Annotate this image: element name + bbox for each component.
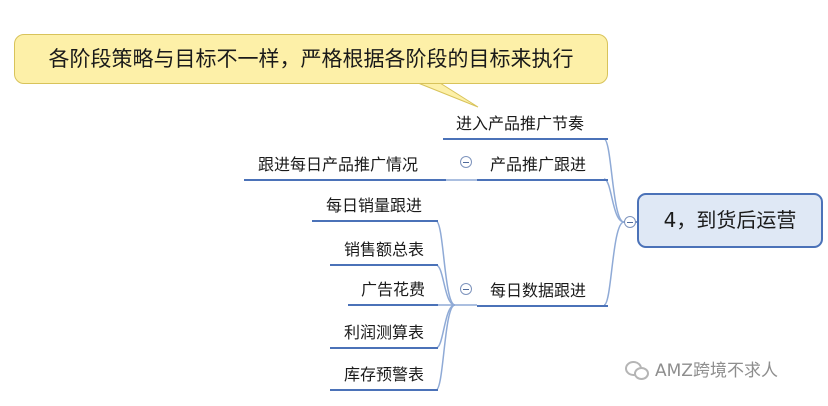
- leaf-topic-profit-estimate[interactable]: 利润测算表: [344, 323, 425, 342]
- collapse-toggle-branch-2[interactable]: [460, 156, 472, 168]
- collapse-toggle-root[interactable]: [624, 216, 636, 228]
- wechat-icon: [625, 361, 649, 380]
- leaf-topic-daily-promotion[interactable]: 跟进每日产品推广情况: [258, 155, 419, 174]
- connector-branch-3-child-5: [435, 304, 456, 391]
- connector-root-to-branch-2: [603, 178, 625, 223]
- connector-root-to-branch-1: [603, 138, 625, 223]
- connector-branch-3-child-1: [435, 220, 456, 306]
- callout-note[interactable]: 各阶段策略与目标不一样，严格根据各阶段的目标来执行: [14, 34, 608, 84]
- connector-root-to-branch-3: [603, 221, 625, 306]
- leaf-topic-inventory-alert[interactable]: 库存预警表: [344, 365, 425, 384]
- branch-topic-2[interactable]: 产品推广跟进: [490, 155, 587, 174]
- leaf-topic-daily-sales[interactable]: 每日销量跟进: [326, 196, 423, 215]
- branch-topic-3[interactable]: 每日数据跟进: [490, 281, 587, 300]
- watermark-text: AMZ跨境不求人: [655, 361, 778, 381]
- watermark: AMZ跨境不求人: [625, 360, 778, 382]
- branch-topic-1[interactable]: 进入产品推广节奏: [456, 114, 585, 133]
- callout-pointer: [417, 82, 479, 108]
- connector-branch-3-child-2: [435, 264, 456, 306]
- leaf-topic-sales-total[interactable]: 销售额总表: [344, 240, 425, 259]
- root-topic[interactable]: 4，到货后运营: [637, 193, 823, 248]
- leaf-topic-ad-spend[interactable]: 广告花费: [361, 280, 426, 299]
- collapse-toggle-branch-3[interactable]: [460, 283, 472, 295]
